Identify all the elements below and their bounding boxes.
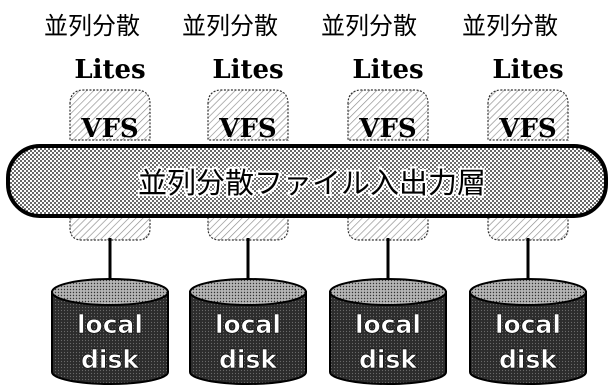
vfs-label: VFS: [80, 114, 138, 144]
node-os-label: Lites: [492, 55, 563, 85]
vfs-lower-box: [207, 211, 289, 241]
vfs-lower-box: [69, 211, 151, 241]
node-os-label: Lites: [74, 55, 145, 85]
disk-label-line2: disk: [81, 345, 140, 374]
disk-label-line2: disk: [499, 345, 558, 374]
disk-label-line2: disk: [219, 345, 278, 374]
node-1: 並列分散 Lites VFS local disk: [44, 12, 169, 385]
node-os-label: Lites: [352, 55, 423, 85]
local-disk: local disk: [51, 278, 169, 385]
node-2: 並列分散 Lites VFS local disk: [182, 12, 307, 385]
node-top-label: 並列分散: [462, 12, 558, 40]
disk-label-line1: local: [355, 310, 421, 339]
vfs-box: [487, 89, 569, 141]
file-io-layer-label: 並列分散ファイル入出力層: [138, 166, 486, 200]
local-disk: local disk: [469, 278, 587, 385]
vfs-label: VFS: [218, 114, 276, 144]
node-top-label: 並列分散: [321, 12, 417, 40]
file-io-layer: 並列分散ファイル入出力層: [6, 144, 608, 218]
vfs-lower-box: [347, 211, 429, 241]
node-top-label: 並列分散: [44, 12, 140, 40]
node-3: 並列分散 Lites VFS local disk: [321, 12, 447, 385]
local-disk: local disk: [189, 278, 307, 385]
disk-label-line1: local: [495, 310, 561, 339]
vfs-box: [207, 89, 289, 141]
vfs-lower-box: [487, 211, 569, 241]
disk-label-line1: local: [77, 310, 143, 339]
vfs-box: [347, 89, 429, 141]
disk-label-line1: local: [215, 310, 281, 339]
vfs-label: VFS: [498, 114, 556, 144]
vfs-label: VFS: [358, 114, 416, 144]
node-top-label: 並列分散: [182, 12, 278, 40]
local-disk: local disk: [329, 278, 447, 385]
vfs-box: [69, 89, 151, 141]
node-os-label: Lites: [212, 55, 283, 85]
file-io-layer-box: [6, 144, 608, 218]
disk-label-line2: disk: [359, 345, 418, 374]
node-4: 並列分散 Lites VFS local disk: [462, 12, 587, 385]
